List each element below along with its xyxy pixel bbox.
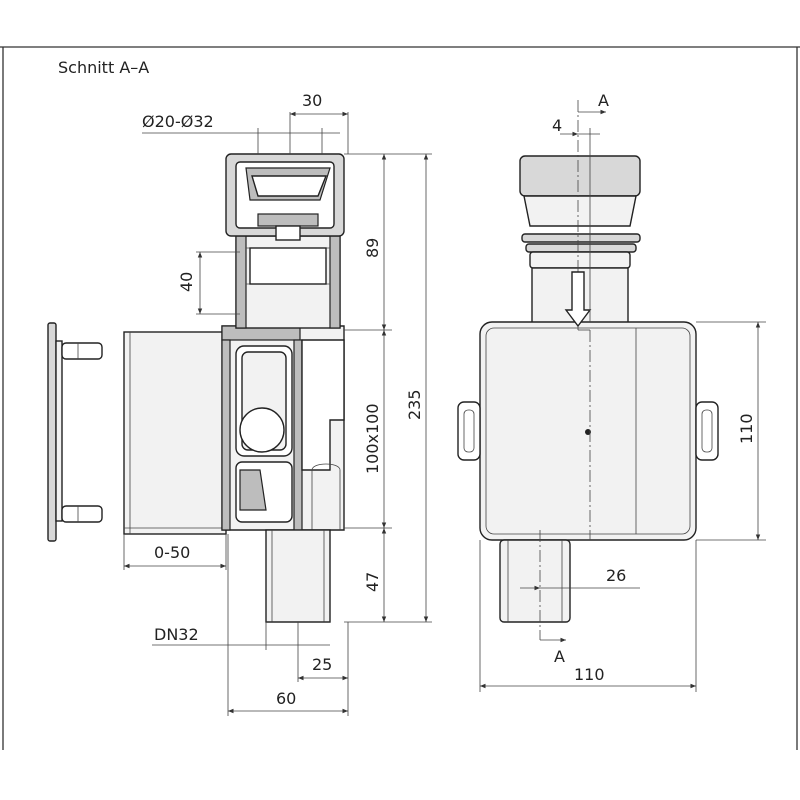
section-view	[47, 111, 432, 716]
section-marker-top: A	[598, 91, 609, 110]
dim-0-50: 0-50	[154, 543, 190, 562]
dim-26: 26	[606, 566, 626, 585]
dim-diameter-range: Ø20-Ø32	[142, 112, 214, 131]
inlet-riser	[225, 153, 345, 329]
dim-25: 25	[312, 655, 332, 674]
outlet-pipe	[265, 529, 331, 623]
drawing-frame	[0, 46, 800, 750]
section-line	[539, 100, 606, 643]
dim-110-bottom: 110	[574, 665, 605, 684]
dim-235: 235	[405, 389, 424, 420]
front-dimensions	[479, 128, 766, 692]
labels: Schnitt A–A Ø20-Ø32 30 89 40 235 100x100…	[58, 58, 756, 708]
dim-89: 89	[363, 238, 382, 258]
dim-47: 47	[363, 572, 382, 592]
dim-60: 60	[276, 689, 296, 708]
mounting-sleeve	[123, 331, 227, 535]
dim-dn32: DN32	[154, 625, 199, 644]
dim-30: 30	[302, 91, 322, 110]
dim-4: 4	[552, 116, 562, 135]
dim-110-right: 110	[737, 413, 756, 444]
dim-40: 40	[177, 272, 196, 292]
box-body	[457, 321, 719, 541]
section-title: Schnitt A–A	[58, 58, 149, 77]
siphon-housing	[221, 325, 345, 531]
front-view	[457, 100, 766, 692]
outlet-stub	[499, 539, 571, 623]
wall-flange	[47, 322, 103, 542]
section-dimensions	[123, 111, 432, 716]
section-marker-bottom: A	[554, 647, 565, 666]
dim-100x100: 100x100	[363, 403, 382, 474]
